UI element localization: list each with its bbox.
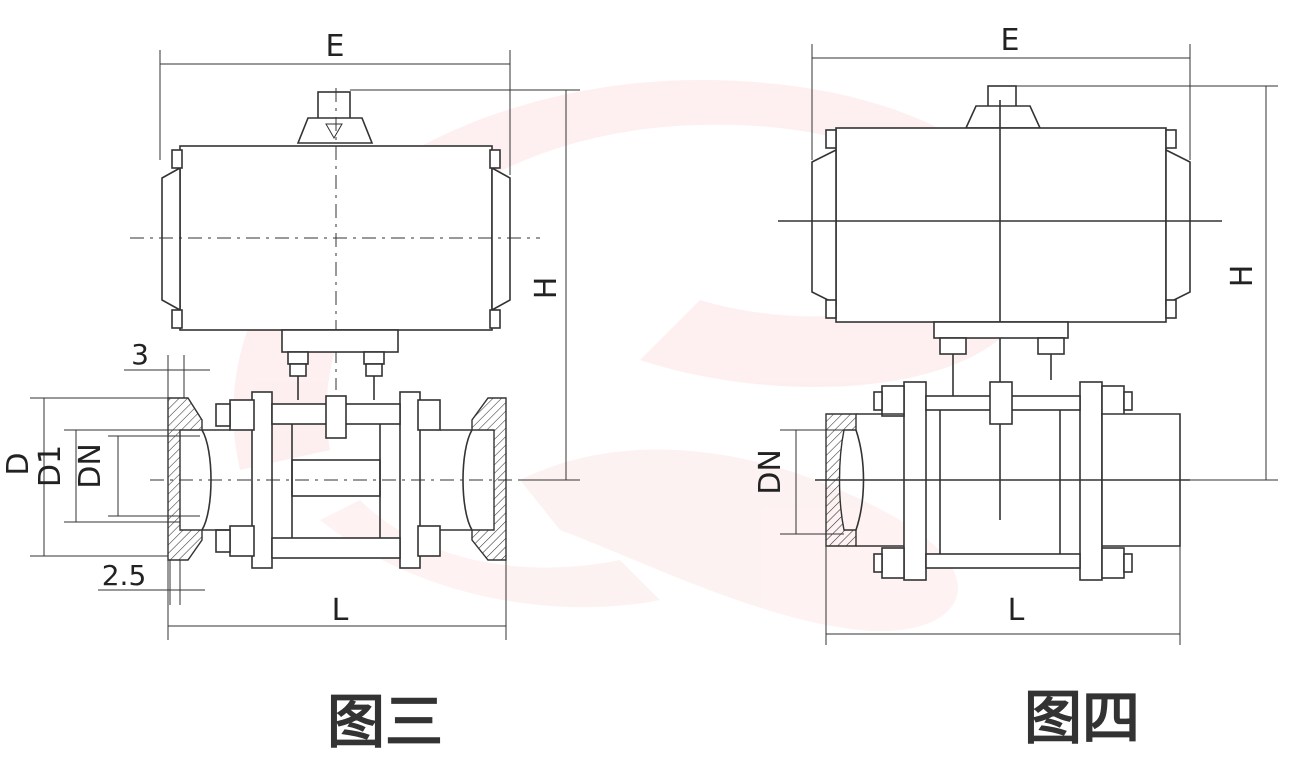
figure-3-drawing bbox=[30, 50, 580, 640]
fig4-actuator-stem bbox=[987, 85, 1017, 109]
fig4-dim-dn-label: DN bbox=[753, 449, 788, 495]
fig3-dim-3-label: 3 bbox=[131, 338, 149, 371]
fig4-left-flange bbox=[903, 381, 927, 581]
fig3-mount-bracket bbox=[281, 329, 399, 353]
fig3-dim-dn-label: DN bbox=[73, 443, 108, 489]
fig4-dim-h-label: H bbox=[1225, 265, 1260, 288]
fig4-dim-e-label: E bbox=[1001, 23, 1020, 58]
figure-4-drawing bbox=[778, 44, 1278, 645]
fig4-actuator-left-cap bbox=[811, 148, 837, 306]
fig4-caption: 图四 bbox=[1024, 684, 1140, 752]
fig4-mount-bracket bbox=[933, 321, 1069, 339]
fig4-right-flange bbox=[1079, 381, 1103, 581]
fig3-actuator-stem bbox=[317, 91, 351, 121]
fig3-dim-h-label: H bbox=[529, 277, 564, 300]
fig3-right-clamp-ferrule bbox=[471, 397, 507, 561]
fig3-actuator-right-cap bbox=[491, 166, 511, 312]
fig3-dim-e-label: E bbox=[326, 29, 345, 64]
fig4-actuator-cap bbox=[964, 105, 1042, 129]
fig3-dim-d-label: D bbox=[1, 452, 36, 475]
fig4-actuator-body bbox=[835, 127, 1167, 323]
fig3-dim-l-label: L bbox=[332, 593, 349, 628]
fig4-actuator-right-cap bbox=[1165, 148, 1191, 306]
fig3-left-clamp-ferrule bbox=[167, 397, 203, 561]
fig3-actuator-cap bbox=[296, 117, 374, 144]
fig3-dim-d1-label: D1 bbox=[33, 445, 68, 487]
fig3-ball bbox=[291, 459, 381, 497]
fig3-caption: 图三 bbox=[327, 688, 443, 756]
fig4-dim-l-label: L bbox=[1008, 593, 1025, 628]
fig3-dim-2-5-label: 2.5 bbox=[102, 559, 147, 592]
fig3-actuator-left-cap bbox=[161, 166, 181, 312]
